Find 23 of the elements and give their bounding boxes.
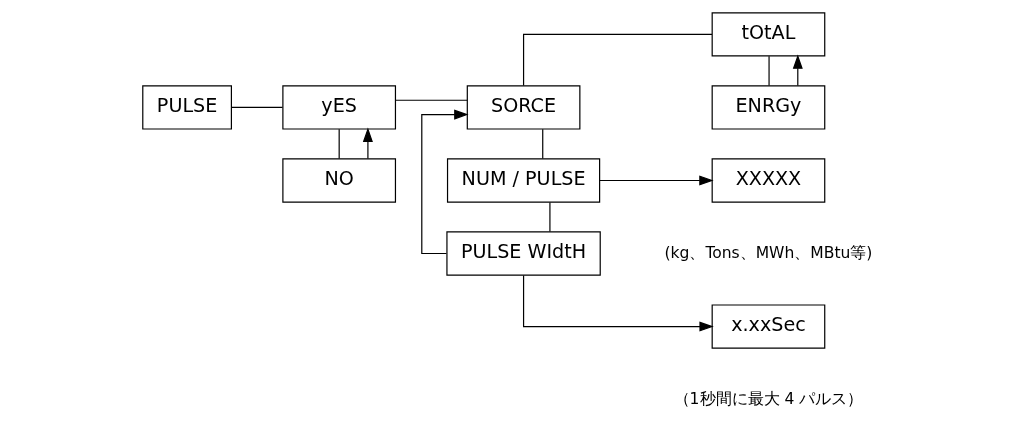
node-box: NO [281,158,396,203]
node-box: tOtAL [711,12,825,57]
arrow [598,175,714,186]
node-box: SORCE [466,85,580,130]
node-box: x.xxSec [711,304,825,349]
connector [522,33,713,87]
connector [338,128,340,160]
arrow [362,127,373,160]
connector [541,128,543,160]
node-box: yES [281,85,396,130]
connector [767,55,770,87]
node-box: PULSE [141,85,232,130]
connector [548,201,550,233]
connector [394,99,468,101]
node-label: （1秒間に最大 4 パルス） [673,389,863,408]
node-label: (kg、Tons、MWh、MBtu等) [663,243,872,262]
node-box: ENRGy [711,85,825,130]
arrow [420,109,469,255]
node-box: XXXXX [711,158,825,203]
node-box: NUM / PULSE [446,158,600,203]
node-box: PULSE WIdtH [445,231,601,276]
arrow [522,274,714,332]
connector [230,106,283,109]
